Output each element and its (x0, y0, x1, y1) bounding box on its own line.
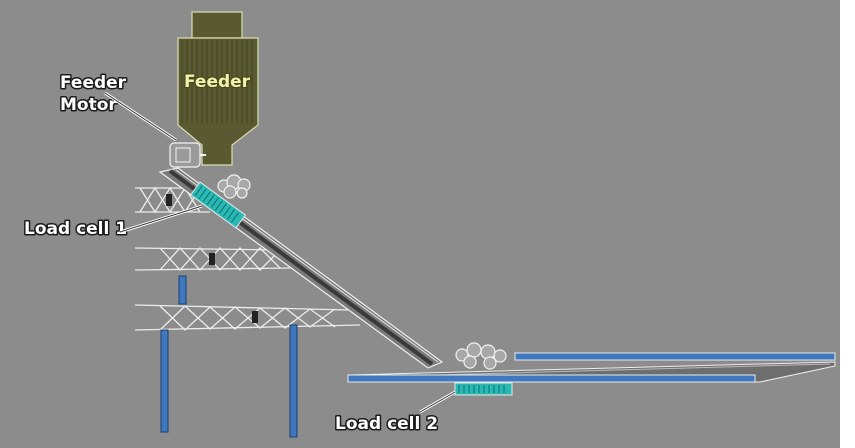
load-cell-1 (189, 181, 247, 229)
feeder-hopper: Feeder (177, 11, 259, 166)
horizontal-conveyor (347, 352, 836, 383)
feeder-motor-label-line1: Feeder (60, 73, 127, 93)
material-pile-icon (455, 342, 507, 370)
load-cell-2 (454, 382, 513, 396)
truss-frame-middle (134, 247, 291, 271)
load-cell-1-label: Load cell 1 (24, 219, 127, 239)
feeder-motor-label-line2: Motor (60, 95, 117, 115)
truss-frame-lower (134, 304, 361, 331)
motor-icon (169, 142, 206, 168)
support-leg-right (289, 324, 298, 438)
support-leg-short (178, 275, 187, 305)
material-pile-icon (217, 174, 251, 199)
load-cell-2-label: Load cell 2 (335, 414, 438, 434)
feeder-label: Feeder (184, 72, 251, 92)
support-leg-left (160, 329, 169, 433)
